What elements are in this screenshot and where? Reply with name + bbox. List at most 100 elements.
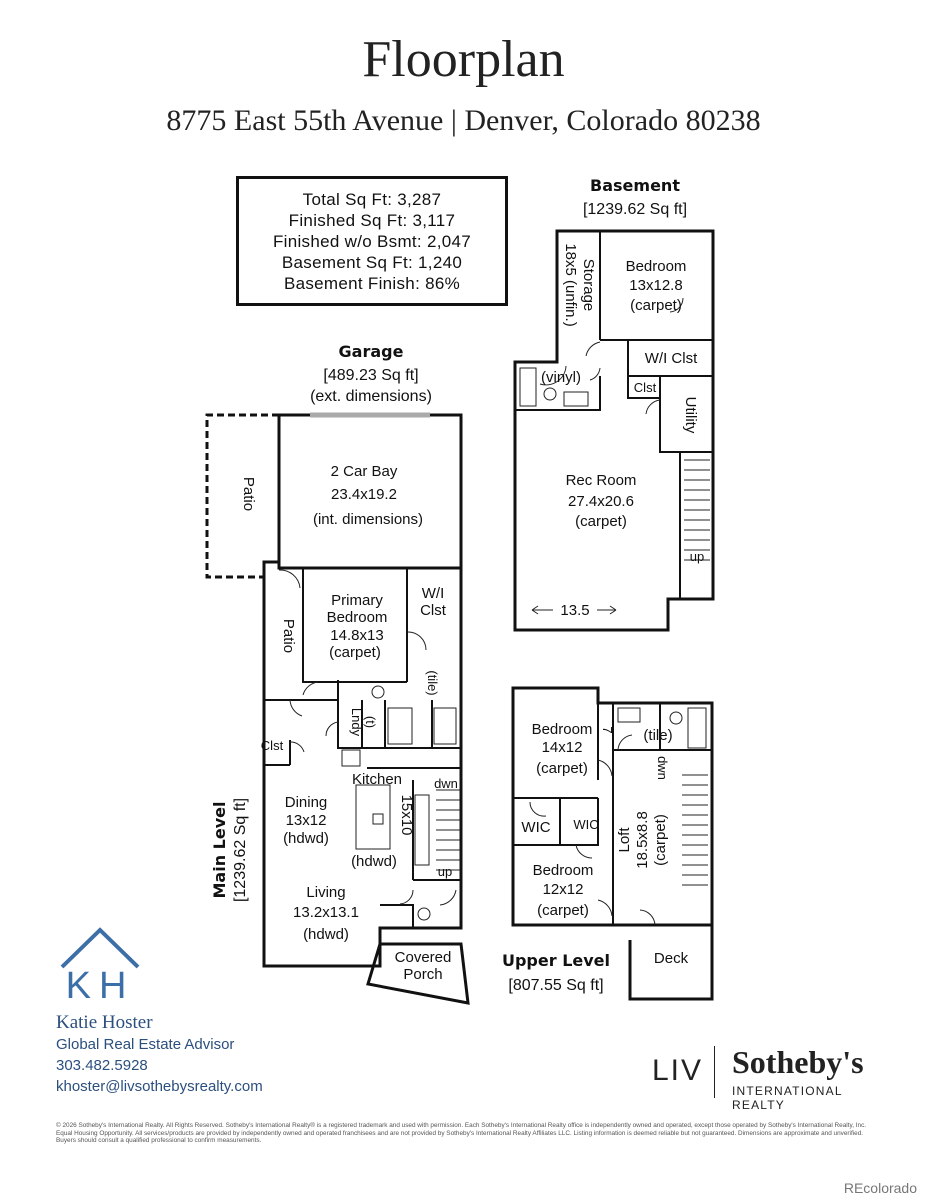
stat-total: Total Sq Ft: 3,287: [302, 189, 442, 209]
svg-text:Bedroom: Bedroom: [532, 721, 593, 738]
svg-text:(hdwd): (hdwd): [283, 830, 329, 847]
basement-sink-icon: [563, 391, 589, 407]
loft-label: Loft 18.5x8.8 (carpet): [616, 811, 669, 869]
primary-bedroom-label: Primary Bedroom 14.8x13 (carpet): [327, 592, 388, 661]
svg-text:(carpet): (carpet): [630, 297, 682, 314]
liv-wordmark: LIV: [652, 1054, 704, 1087]
svg-text:14.8x13: 14.8x13: [330, 627, 383, 644]
svg-text:Living: Living: [306, 884, 345, 901]
main-closet-label: Clst: [261, 738, 284, 753]
svg-text:(hdwd): (hdwd): [303, 926, 349, 943]
svg-text:W/I: W/I: [422, 585, 445, 602]
covered-porch-label: Covered Porch: [395, 949, 452, 983]
kitchen-island-icon: [355, 784, 391, 850]
patio-small-label: Patio: [280, 619, 297, 653]
svg-text:18.5x8.8: 18.5x8.8: [634, 811, 651, 869]
agent-phone[interactable]: 303.482.5928: [56, 1057, 148, 1074]
basement-walls: [515, 231, 713, 599]
laundry-label: Lndy (t): [349, 708, 378, 737]
upper-bedroom-2-label: Bedroom 12x12 (carpet): [533, 862, 594, 919]
main-stairs: [436, 789, 460, 871]
storage-label: Storage 18x5 (unfin.): [562, 243, 597, 326]
kitchen-label: Kitchen: [352, 771, 402, 788]
svg-text:13x12.8: 13x12.8: [629, 277, 682, 294]
stat-finished: Finished Sq Ft: 3,117: [288, 210, 456, 230]
svg-text:(carpet): (carpet): [652, 814, 669, 866]
upper-bedroom-1-label: Bedroom 14x12 (carpet): [532, 721, 593, 777]
upper-toilet-icon: [669, 711, 683, 725]
upper-wic-1-label: WIC: [521, 819, 550, 836]
main-level-walls: [264, 568, 461, 928]
main-level-label: Main Level [1239.62 Sq ft]: [210, 798, 249, 902]
upper-stairs-down: dwn: [655, 756, 670, 780]
rec-room-label: Rec Room 27.4x20.6 (carpet): [566, 472, 637, 530]
kitchen-size-label: 15x10 (hdwd): [351, 795, 415, 870]
upper-stairs: [682, 774, 708, 886]
rec-dimension-arrows: [531, 605, 617, 615]
svg-text:14x12: 14x12: [542, 739, 583, 756]
agent-email[interactable]: khoster@livsothebysrealty.com: [56, 1078, 263, 1095]
washer-icon: [341, 749, 361, 767]
main-stairs-up: up: [438, 864, 452, 879]
main-doors: [278, 569, 457, 906]
svg-text:23.4x19.2: 23.4x19.2: [331, 486, 397, 503]
intl-realty-wordmark: INTERNATIONAL REALTY: [732, 1084, 843, 1112]
agent-name: Katie Hoster: [56, 1012, 153, 1033]
svg-text:12x12: 12x12: [543, 881, 584, 898]
island-sink-icon: [372, 813, 384, 825]
source-watermark: REcolorado: [843, 1180, 917, 1196]
rec-room-dimension: 13.5: [560, 602, 589, 619]
svg-text:Porch: Porch: [403, 966, 442, 983]
svg-text:Loft: Loft: [616, 827, 633, 853]
upper-doors: [529, 734, 656, 926]
basement-closet-label: Clst: [634, 380, 657, 395]
stat-basement: Basement Sq Ft: 1,240: [281, 252, 463, 272]
svg-text:27.4x20.6: 27.4x20.6: [568, 493, 634, 510]
shower-icon: [387, 707, 413, 745]
upper-bedroom-1-dimension: 7: [600, 726, 615, 733]
svg-text:Storage: Storage: [580, 259, 597, 312]
basement-plan: Basement [1239.62 Sq ft] Storage 18x5 (u…: [513, 176, 715, 632]
upper-level-walls: [513, 703, 712, 925]
kh-logo-icon: KH: [60, 927, 140, 1007]
upper-level-plan: Bedroom 14x12 (carpet) 7 (tile) WIC WIC …: [502, 686, 714, 1001]
svg-text:15x10: 15x10: [398, 795, 415, 836]
page-title: Floorplan: [362, 31, 565, 88]
dining-label: Dining 13x12 (hdwd): [283, 794, 329, 847]
upper-wic-2-label: WIC: [573, 817, 598, 832]
svg-text:(carpet): (carpet): [537, 902, 589, 919]
svg-text:(carpet): (carpet): [329, 644, 381, 661]
basement-area: [1239.62 Sq ft]: [583, 201, 687, 218]
svg-text:Bedroom: Bedroom: [626, 258, 687, 275]
svg-text:Lndy: Lndy: [349, 708, 364, 737]
svg-text:(carpet): (carpet): [536, 760, 588, 777]
patio-outline: [205, 413, 279, 579]
svg-text:(int. dimensions): (int. dimensions): [313, 511, 423, 528]
basement-doors: [539, 297, 684, 415]
svg-text:Rec Room: Rec Room: [566, 472, 637, 489]
svg-text:Main Level: Main Level: [210, 802, 229, 899]
powder-toilet-icon: [417, 907, 431, 921]
upper-level-area: [807.55 Sq ft]: [508, 977, 603, 994]
basement-outline: [513, 229, 715, 632]
agent-info: Katie Hoster Global Real Estate Advisor …: [56, 1012, 336, 1097]
garage-area: [489.23 Sq ft]: [323, 367, 418, 384]
svg-text:(t): (t): [363, 716, 378, 728]
property-address: 8775 East 55th Avenue | Denver, Colorado…: [166, 104, 761, 137]
legal-disclaimer: © 2026 Sotheby's International Realty. A…: [56, 1122, 867, 1145]
svg-text:Covered: Covered: [395, 949, 452, 966]
stove-icon: [414, 794, 430, 866]
garage-bay-label: 2 Car Bay 23.4x19.2 (int. dimensions): [313, 463, 423, 528]
patio-label: Patio: [240, 477, 257, 511]
main-stairs-down: dwn: [434, 776, 458, 791]
upper-tub-icon: [687, 707, 707, 749]
svg-text:KH: KH: [66, 965, 135, 1007]
stat-basement-finish: Basement Finish: 86%: [283, 273, 461, 293]
svg-text:Bedroom: Bedroom: [533, 862, 594, 879]
upper-tile-label: (tile): [643, 727, 672, 744]
svg-text:[1239.62 Sq ft]: [1239.62 Sq ft]: [232, 798, 249, 902]
garage-note: (ext. dimensions): [310, 388, 432, 405]
svg-text:Clst: Clst: [420, 602, 447, 619]
primary-tub-icon: [433, 707, 457, 745]
